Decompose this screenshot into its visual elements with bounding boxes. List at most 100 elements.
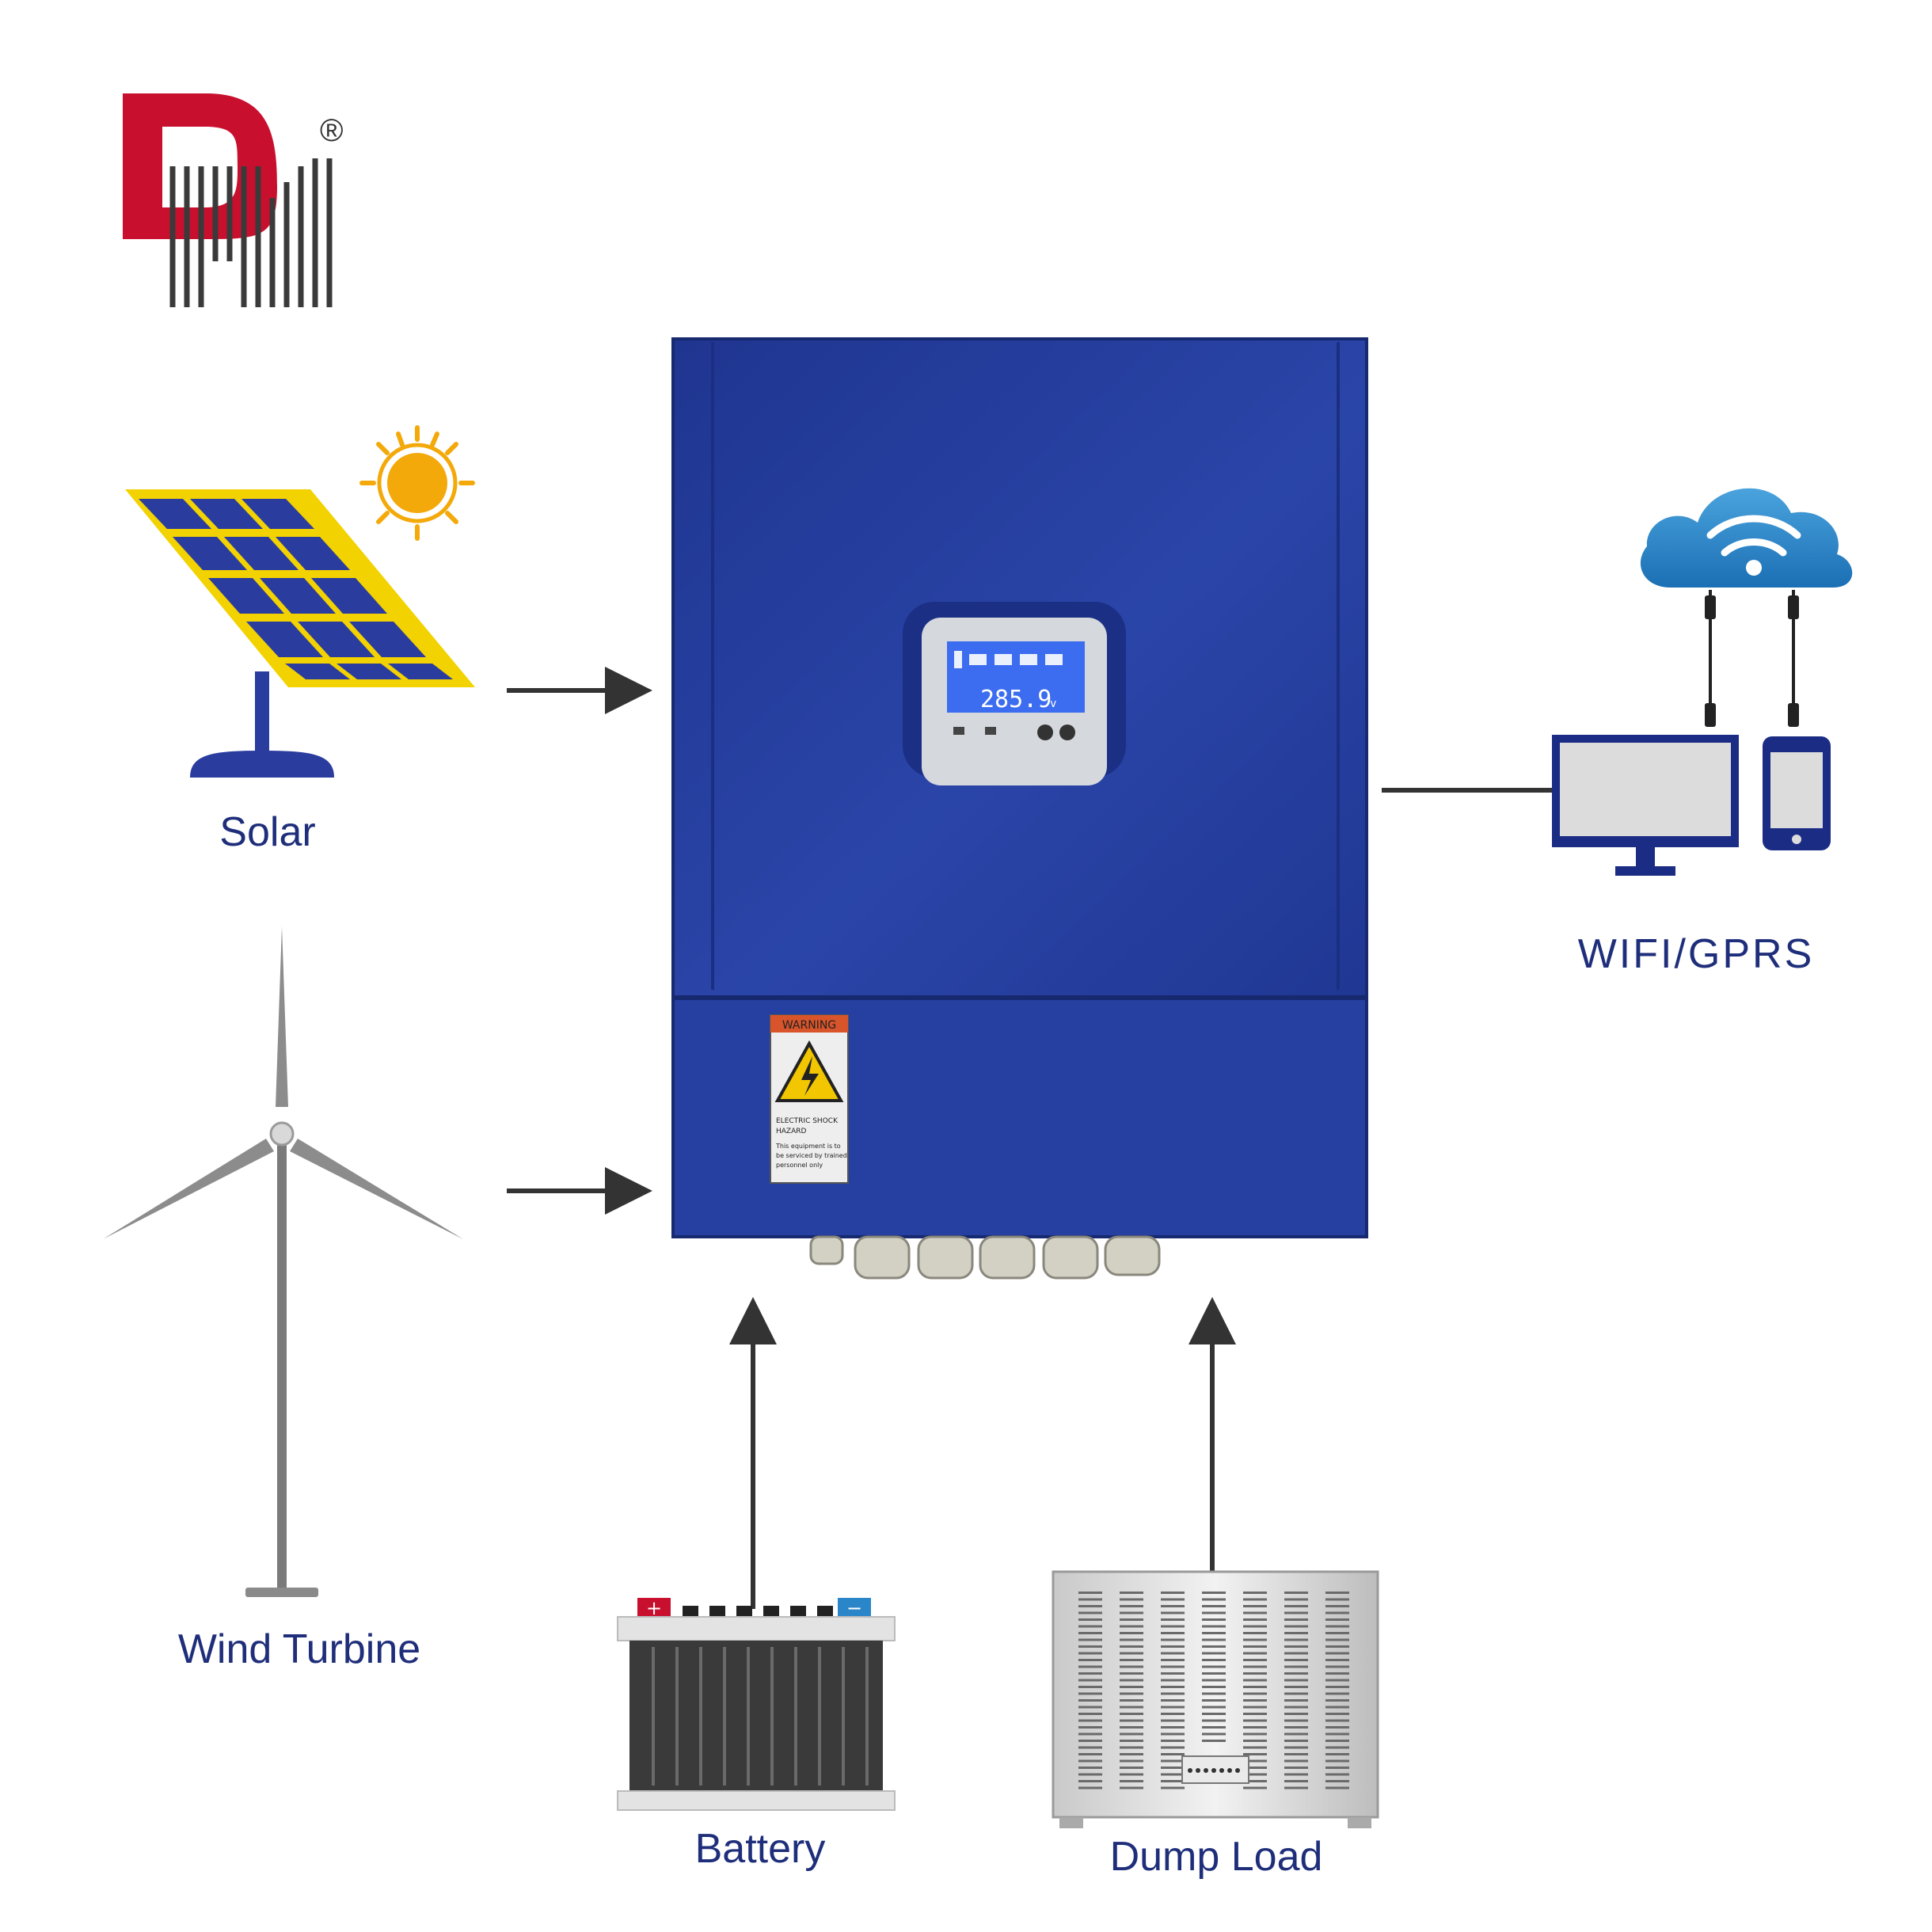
vent-slot	[1243, 1780, 1267, 1782]
vent-slot	[1243, 1719, 1267, 1722]
lcd-button-right[interactable]	[1059, 724, 1075, 740]
dump-load-icon: Dump Load	[1052, 1570, 1379, 1880]
vent-slot	[1120, 1672, 1143, 1675]
vent-slot	[1161, 1780, 1185, 1782]
vent-slot	[1120, 1638, 1143, 1641]
vent-slot	[1161, 1672, 1185, 1675]
vent-slot	[1078, 1740, 1102, 1742]
solar-base	[190, 751, 334, 778]
vent-slot	[1325, 1692, 1349, 1695]
vent-slot	[1284, 1692, 1308, 1695]
logo-stripes	[169, 158, 333, 307]
wind-turbine-icon: Wind Turbine	[103, 926, 463, 1672]
vent-slot	[1078, 1611, 1102, 1614]
vent-slot	[1120, 1753, 1143, 1755]
vent-slot	[1161, 1753, 1185, 1755]
lcd-button-left[interactable]	[1037, 724, 1053, 740]
registered-mark: ®	[320, 113, 343, 148]
vent-slot	[1078, 1773, 1102, 1776]
vent-slot	[1161, 1732, 1185, 1736]
vent-slot	[1243, 1786, 1267, 1789]
turbine-blade-top	[276, 926, 288, 1107]
warning-line-1: ELECTRIC SHOCK	[776, 1117, 839, 1125]
vent-slot	[1078, 1598, 1102, 1601]
vent-slot	[1202, 1713, 1226, 1715]
vent-slot	[1202, 1665, 1226, 1668]
vent-slot	[1325, 1645, 1349, 1648]
warning-line-4: be serviced by trained	[776, 1152, 847, 1159]
vent-slot	[1325, 1732, 1349, 1736]
vent-slot	[1243, 1679, 1267, 1682]
vent-slot	[1078, 1652, 1102, 1655]
turbine-tower	[277, 1124, 287, 1592]
vent-slot	[1243, 1611, 1267, 1614]
vent-slot	[1243, 1713, 1267, 1715]
vent-slot	[1243, 1746, 1267, 1749]
vent-slot	[1202, 1732, 1226, 1736]
vent-slot	[1325, 1713, 1349, 1715]
vent-slot	[1325, 1665, 1349, 1668]
vent-slot	[1325, 1605, 1349, 1607]
vent-slot	[1161, 1611, 1185, 1614]
vent-slot	[1078, 1699, 1102, 1702]
vent-slot	[1284, 1719, 1308, 1722]
vent-slot	[1325, 1611, 1349, 1614]
vent-slot	[1325, 1767, 1349, 1769]
vent-slot	[1284, 1746, 1308, 1749]
vent-slot	[1243, 1759, 1267, 1763]
solar-panel-grid	[125, 489, 475, 687]
lcd-unit: v	[1050, 698, 1056, 710]
vent-slot	[1078, 1786, 1102, 1789]
vent-slot	[1078, 1706, 1102, 1709]
vent-slot	[1284, 1592, 1308, 1594]
vent-slot	[1161, 1740, 1185, 1742]
vent-slot	[1120, 1759, 1143, 1763]
vent-slot	[1078, 1692, 1102, 1695]
vent-slot	[1078, 1719, 1102, 1722]
vent-slot	[1202, 1699, 1226, 1702]
vent-slot	[1078, 1759, 1102, 1763]
vent-slot	[1161, 1706, 1185, 1709]
vent-slot	[1284, 1605, 1308, 1607]
vent-slot	[1243, 1773, 1267, 1776]
vent-slot	[1161, 1692, 1185, 1695]
vent-slot	[1078, 1746, 1102, 1749]
vent-slot	[1243, 1732, 1267, 1736]
vent-slot	[1202, 1652, 1226, 1655]
vent-slot	[1120, 1699, 1143, 1702]
vent-slot	[1284, 1659, 1308, 1661]
vent-slot	[1202, 1726, 1226, 1729]
vent-slot	[1325, 1652, 1349, 1655]
vent-slot	[1325, 1773, 1349, 1776]
vent-slot	[1161, 1699, 1185, 1702]
vent-slot	[1243, 1605, 1267, 1607]
vent-slot	[1078, 1618, 1102, 1621]
vent-slot	[1202, 1692, 1226, 1695]
vent-slot	[1325, 1726, 1349, 1729]
battery-label: Battery	[695, 1826, 826, 1872]
vent-slot	[1202, 1638, 1226, 1641]
vent-slot	[1161, 1605, 1185, 1607]
vent-slot	[1284, 1726, 1308, 1729]
vent-slot	[1120, 1632, 1143, 1634]
vent-slot	[1161, 1713, 1185, 1715]
vent-slot	[1284, 1753, 1308, 1755]
vent-slot	[1161, 1786, 1185, 1789]
vent-slot	[1325, 1632, 1349, 1634]
vent-slot	[1202, 1605, 1226, 1607]
vent-slot	[1120, 1686, 1143, 1688]
battery-plus: +	[646, 1597, 662, 1619]
vent-slot	[1325, 1699, 1349, 1702]
vent-slot	[1325, 1679, 1349, 1682]
vent-slot	[1325, 1618, 1349, 1621]
sun-icon	[359, 425, 475, 541]
vent-slot	[1120, 1598, 1143, 1601]
vent-slot	[1120, 1740, 1143, 1742]
vent-slot	[1284, 1679, 1308, 1682]
vent-slot	[1078, 1753, 1102, 1755]
vent-slot	[1325, 1753, 1349, 1755]
vent-slot	[1120, 1605, 1143, 1607]
vent-slot	[1161, 1686, 1185, 1688]
vent-slot	[1078, 1659, 1102, 1661]
